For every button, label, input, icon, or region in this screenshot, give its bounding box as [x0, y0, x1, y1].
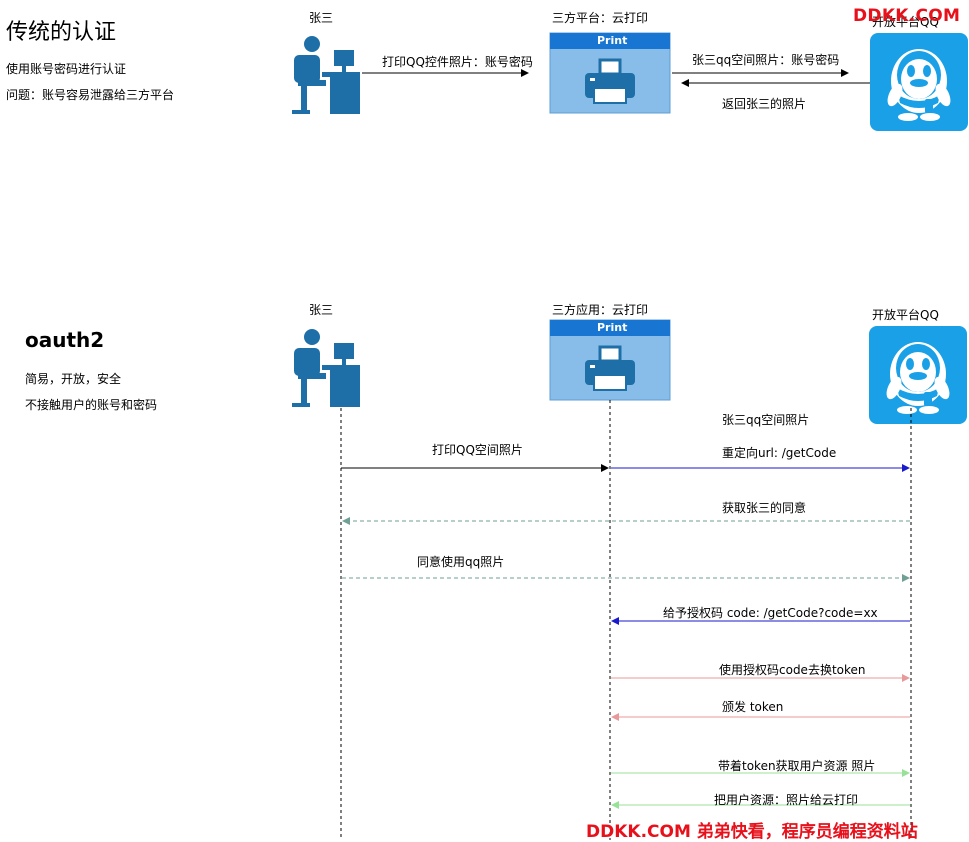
- watermark-bottom: DDKK.COM 弟弟快看，程序员编程资料站: [586, 822, 918, 842]
- oauth-desc-2: 不接触用户的账号和密码: [25, 398, 158, 412]
- user-label: 张三: [309, 303, 334, 317]
- printer-header-label: Print: [597, 34, 628, 47]
- step-label: 打印QQ空间照片: [432, 443, 523, 457]
- arrow-label-print-qq: 打印QQ控件照片：账号密码: [382, 55, 533, 69]
- qq-penguin-icon: [869, 326, 967, 424]
- arrow-label-qq-space: 张三qq空间照片：账号密码: [692, 53, 840, 67]
- oauth-desc-1: 简易，开放，安全: [25, 372, 122, 386]
- qq-label: 开放平台QQ: [872, 15, 939, 29]
- arrow-label-return: 返回张三的照片: [722, 97, 807, 111]
- step-label: 把用户资源：照片给云打印: [714, 793, 859, 807]
- step-label: 同意使用qq照片: [417, 555, 505, 569]
- step-label: 重定向url: /getCode: [722, 446, 837, 460]
- step-label: 获取张三的同意: [722, 501, 807, 515]
- step-label: 使用授权码code去换token: [719, 663, 866, 677]
- step-label: 带着token获取用户资源 照片: [718, 759, 876, 773]
- step-label: 颁发 token: [722, 700, 784, 714]
- step-label: 张三qq空间照片: [722, 413, 810, 427]
- user-at-desk-icon: [292, 329, 360, 407]
- qq-label: 开放平台QQ: [872, 308, 939, 322]
- watermark-top: DDKK.COM: [853, 6, 961, 26]
- app-label: 三方应用：云打印: [552, 303, 649, 317]
- step-label: 给予授权码 code: /getCode?code=xx: [663, 606, 878, 620]
- printer-header-label: Print: [597, 321, 628, 334]
- user-label: 张三: [309, 11, 334, 25]
- oauth-title: oauth2: [25, 328, 105, 352]
- platform-label: 三方平台：云打印: [552, 11, 649, 25]
- traditional-desc-2: 问题：账号容易泄露给三方平台: [6, 88, 175, 102]
- traditional-desc-1: 使用账号密码进行认证: [6, 62, 127, 76]
- qq-penguin-icon: [870, 33, 968, 131]
- user-at-desk-icon: [292, 36, 360, 114]
- traditional-title: 传统的认证: [6, 20, 117, 45]
